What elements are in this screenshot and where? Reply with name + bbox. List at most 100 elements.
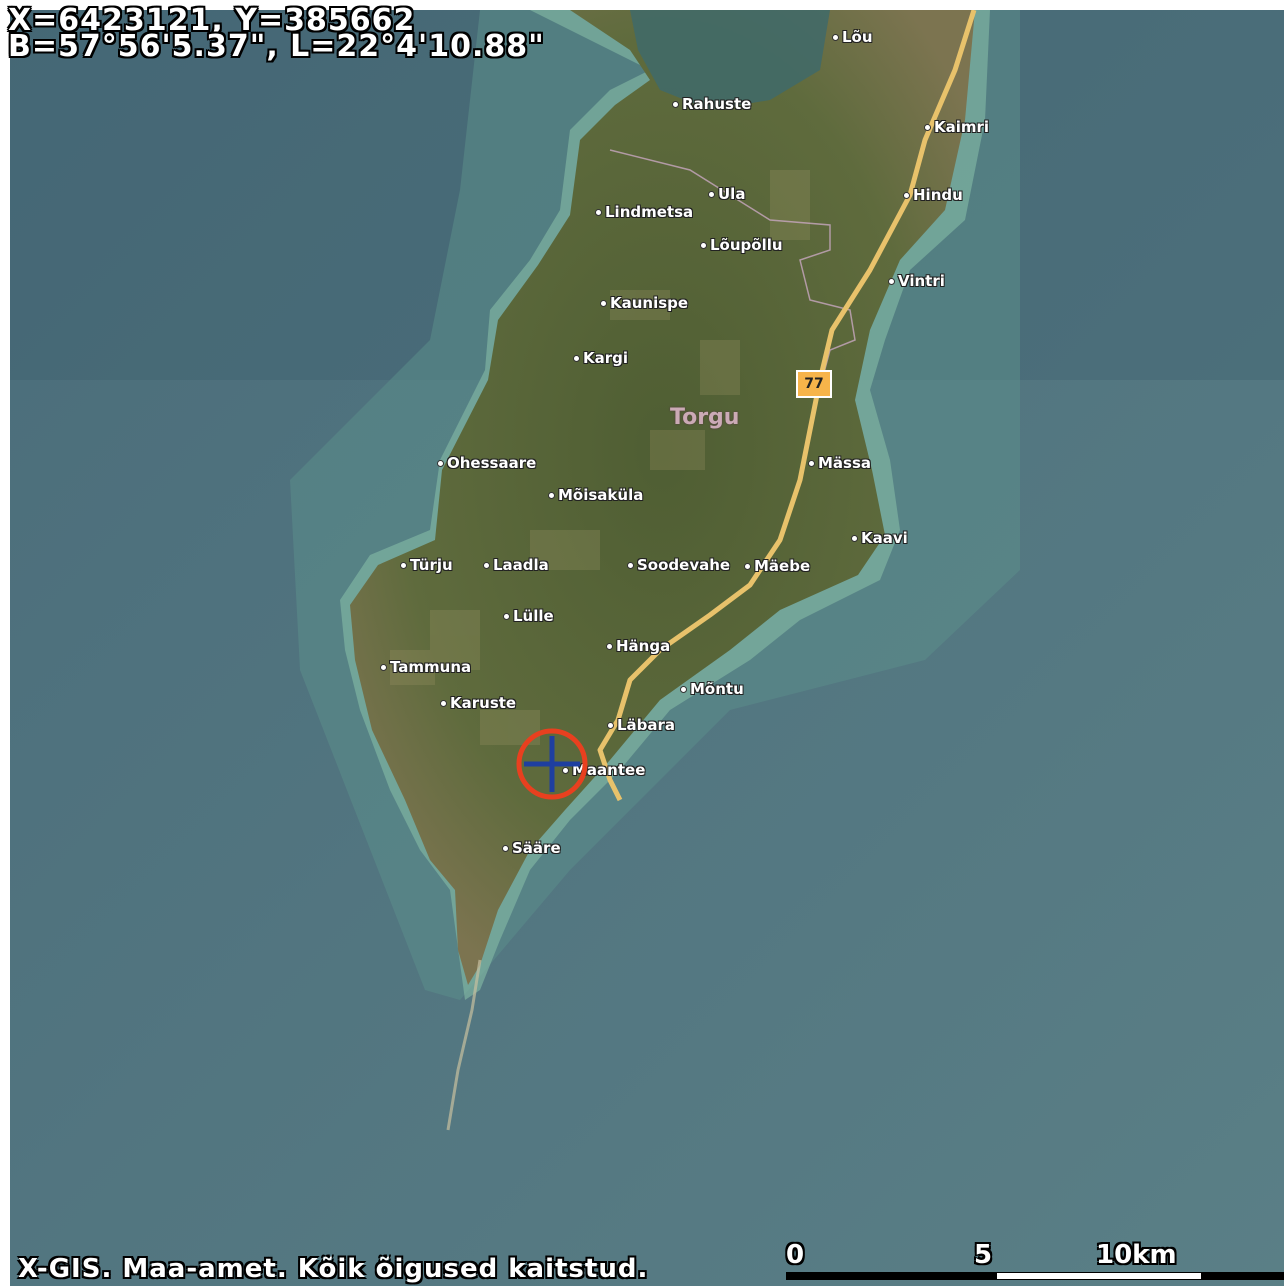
place-sääre[interactable]: Sääre <box>502 839 561 857</box>
place-dot-icon <box>700 241 707 249</box>
place-dot-icon <box>627 561 634 569</box>
field-patches <box>390 170 810 745</box>
place-label: Läbara <box>617 716 676 734</box>
place-label: Lõupõllu <box>710 236 783 254</box>
place-mõntu[interactable]: Mõntu <box>680 680 744 698</box>
place-rahuste[interactable]: Rahuste <box>672 95 751 113</box>
copyright-credit: X-GIS. Maa-amet. Kõik õigused kaitstud. <box>18 1254 649 1284</box>
place-label: Hindu <box>913 186 963 204</box>
place-label: Soodevahe <box>637 556 731 574</box>
road-77 <box>597 10 977 802</box>
scale-segment-black-1 <box>786 1272 996 1280</box>
place-soodevahe[interactable]: Soodevahe <box>627 556 730 574</box>
place-dot-icon <box>606 642 613 650</box>
place-label: Lülle <box>513 607 554 625</box>
place-label: Lindmetsa <box>605 203 694 221</box>
place-dot-icon <box>562 766 569 774</box>
place-kaavi[interactable]: Kaavi <box>851 529 908 547</box>
scale-tick-5: 5 <box>974 1240 993 1270</box>
scale-segment-black-2 <box>1202 1272 1284 1280</box>
location-marker[interactable] <box>514 726 590 802</box>
place-mõisaküla[interactable]: Mõisaküla <box>548 486 643 504</box>
place-label: Kaavi <box>861 529 908 547</box>
place-kaunispe[interactable]: Kaunispe <box>600 294 688 312</box>
place-mässa[interactable]: Mässa <box>808 454 871 472</box>
place-dot-icon <box>440 699 447 707</box>
place-dot-icon <box>400 561 407 569</box>
place-dot-icon <box>903 191 910 199</box>
place-lindmetsa[interactable]: Lindmetsa <box>595 203 693 221</box>
marker-ring <box>516 728 588 800</box>
place-dot-icon <box>548 491 555 499</box>
place-kargi[interactable]: Kargi <box>573 349 628 367</box>
place-türju[interactable]: Türju <box>400 556 453 574</box>
place-label: Laadla <box>493 556 549 574</box>
place-label: Tammuna <box>390 658 472 676</box>
place-dot-icon <box>607 721 614 729</box>
place-dot-icon <box>832 33 839 41</box>
place-dot-icon <box>573 354 580 362</box>
place-dot-icon <box>600 299 607 307</box>
place-karuste[interactable]: Karuste <box>440 694 516 712</box>
place-laadla[interactable]: Laadla <box>483 556 549 574</box>
place-dot-icon <box>851 534 858 542</box>
bay <box>630 10 830 110</box>
place-dot-icon <box>808 459 815 467</box>
place-label: Sääre <box>512 839 561 857</box>
place-dot-icon <box>437 459 444 467</box>
place-label: Ula <box>718 185 746 203</box>
place-lõu[interactable]: Lõu <box>832 28 873 46</box>
place-dot-icon <box>672 100 679 108</box>
place-dot-icon <box>483 561 490 569</box>
place-dot-icon <box>595 208 602 216</box>
place-label: Türju <box>410 556 453 574</box>
place-label: Mõntu <box>690 680 744 698</box>
place-dot-icon <box>744 562 751 570</box>
place-label: Rahuste <box>682 95 752 113</box>
place-label: Mässa <box>818 454 872 472</box>
place-läbara[interactable]: Läbara <box>607 716 675 734</box>
scale-bar: 0 5 10km <box>786 1240 1284 1284</box>
place-ula[interactable]: Ula <box>708 185 745 203</box>
place-hänga[interactable]: Hänga <box>606 637 670 655</box>
place-label: Mõisaküla <box>558 486 644 504</box>
place-label: Mäebe <box>754 557 811 575</box>
region-label: Torgu <box>670 405 740 430</box>
coordinate-readout: X=6423121, Y=385662 B=57°56'5.37", L=22°… <box>8 3 545 64</box>
place-label: Hänga <box>616 637 671 655</box>
place-hindu[interactable]: Hindu <box>903 186 963 204</box>
place-label: Kaimri <box>934 118 990 136</box>
place-dot-icon <box>888 277 895 285</box>
place-label: Maantee <box>572 761 646 779</box>
geographic-coordinates: B=57°56'5.37", L=22°4'10.88" <box>8 29 545 64</box>
place-label: Karuste <box>450 694 517 712</box>
place-label: Ohessaare <box>447 454 537 472</box>
scale-tick-0: 0 <box>786 1240 805 1270</box>
place-label: Vintri <box>898 272 945 290</box>
place-dot-icon <box>924 123 931 131</box>
place-dot-icon <box>708 190 715 198</box>
place-dot-icon <box>502 844 509 852</box>
place-ohessaare[interactable]: Ohessaare <box>437 454 536 472</box>
scale-segment-white <box>996 1272 1202 1280</box>
place-lõupõllu[interactable]: Lõupõllu <box>700 236 783 254</box>
place-dot-icon <box>680 685 687 693</box>
place-label: Kaunispe <box>610 294 689 312</box>
projected-coordinates: X=6423121, Y=385662 <box>8 3 416 38</box>
place-dot-icon <box>380 663 387 671</box>
sand-spit <box>446 959 482 1131</box>
place-dot-icon <box>503 612 510 620</box>
place-label: Kargi <box>583 349 629 367</box>
place-maantee[interactable]: Maantee <box>562 761 645 779</box>
admin-boundary <box>609 149 856 396</box>
place-mäebe[interactable]: Mäebe <box>744 557 810 575</box>
place-tammuna[interactable]: Tammuna <box>380 658 471 676</box>
scale-tick-10km: 10km <box>1096 1240 1177 1270</box>
road-shield-77: 77 <box>796 370 832 398</box>
place-vintri[interactable]: Vintri <box>888 272 945 290</box>
place-label: Lõu <box>842 28 873 46</box>
satellite-image <box>10 10 1284 1286</box>
place-kaimri[interactable]: Kaimri <box>924 118 989 136</box>
place-lülle[interactable]: Lülle <box>503 607 554 625</box>
